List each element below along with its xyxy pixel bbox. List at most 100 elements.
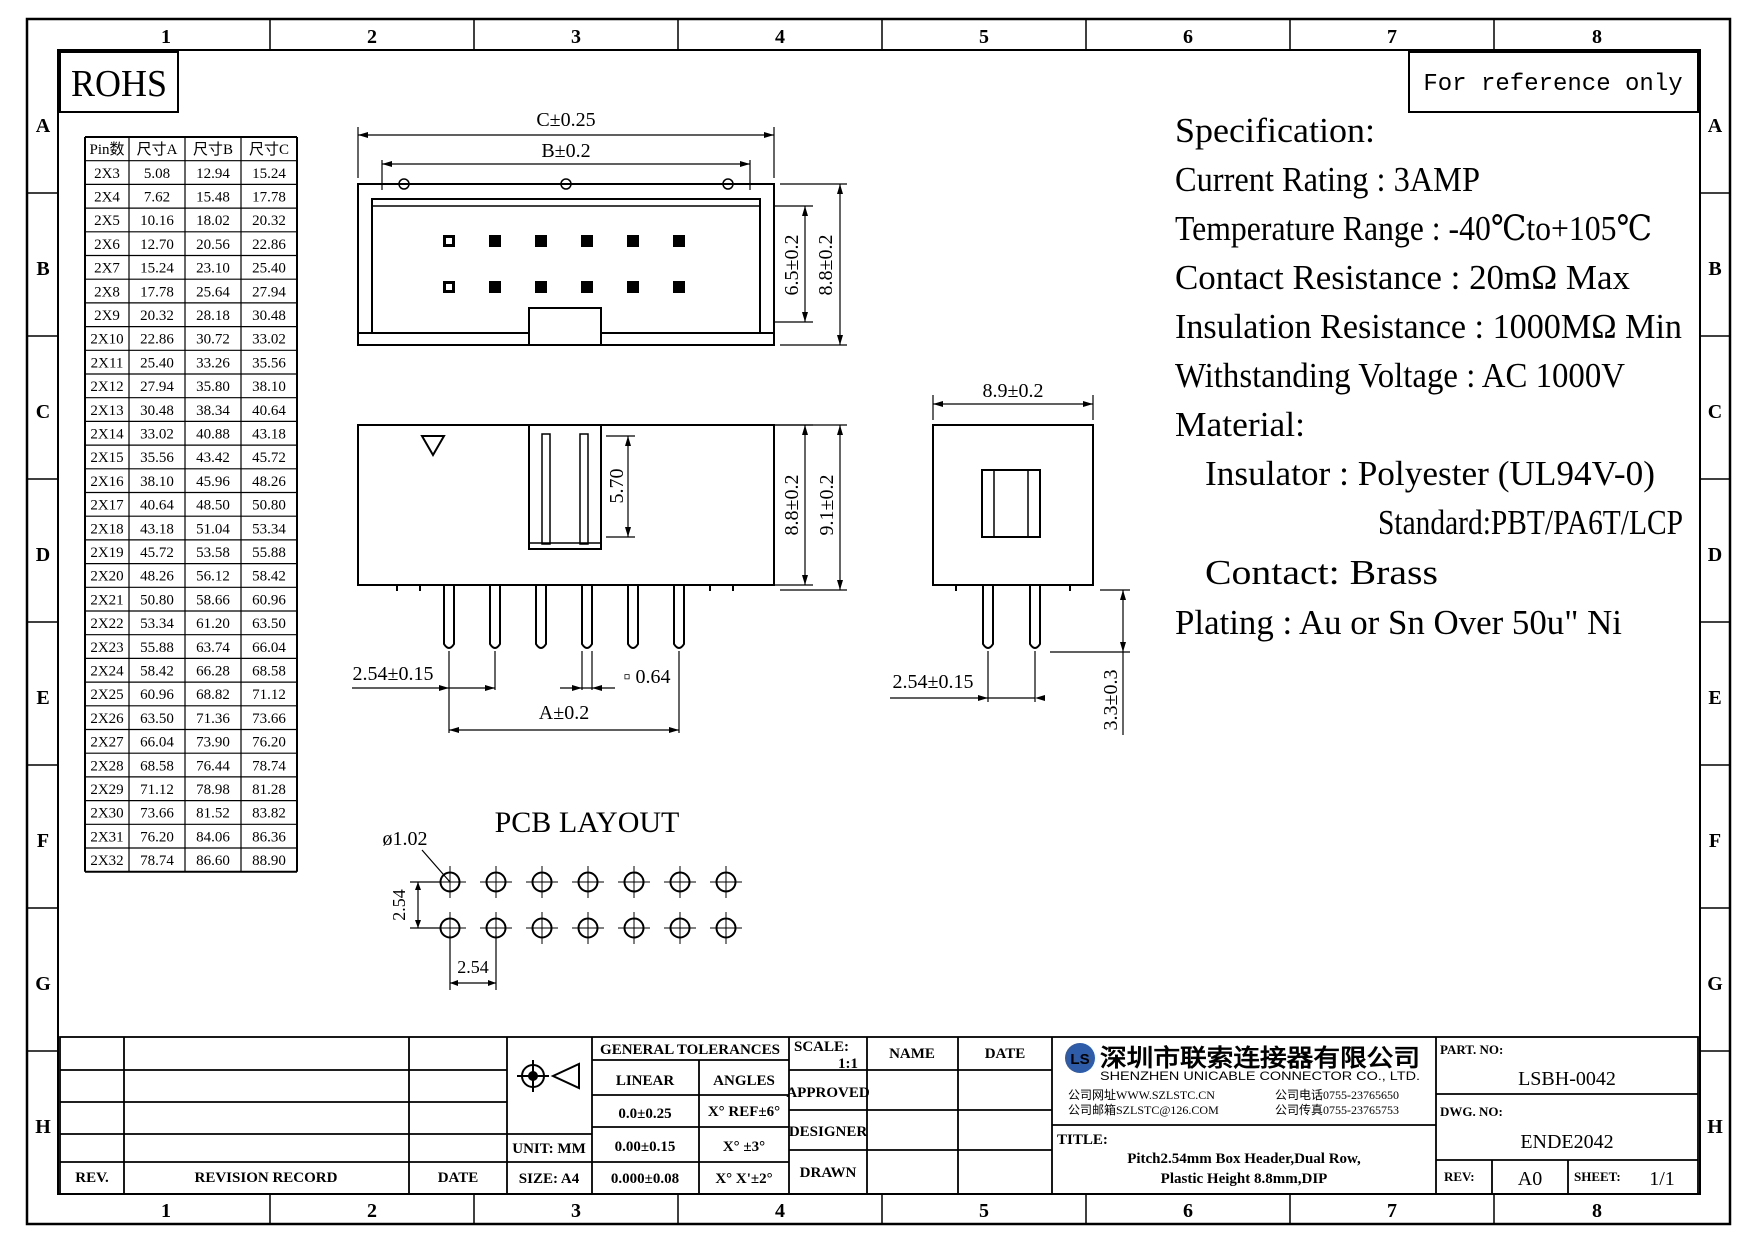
part-no-label: PART. NO: [1440, 1042, 1503, 1057]
table-cell: 50.80 [140, 592, 174, 608]
dwg-no-label: DWG. NO: [1440, 1104, 1503, 1119]
table-cell: 68.58 [252, 663, 286, 679]
table-cell: 2X31 [90, 829, 123, 845]
table-cell: 28.18 [196, 308, 230, 324]
pcb-hole [526, 912, 558, 944]
table-cell: 35.56 [252, 355, 286, 371]
company-phone: 公司电话0755-23765650 [1275, 1088, 1399, 1102]
table-cell: 43.42 [196, 450, 230, 466]
table-cell: 76.20 [252, 735, 286, 751]
table-cell: 2X8 [94, 284, 120, 300]
row-label: D [1708, 544, 1722, 566]
spec-insulator: Insulator : Polyester (UL94V-0) [1205, 454, 1655, 493]
table-cell: 18.02 [196, 213, 230, 229]
column-label: 6 [1183, 26, 1193, 48]
table-cell: 15.24 [140, 261, 174, 277]
pcb-row-pitch: 2.54 [389, 889, 409, 921]
dim-8-8-top: 8.8±0.2 [815, 235, 837, 296]
table-cell: 53.34 [252, 521, 286, 537]
table-cell: 66.04 [252, 640, 286, 656]
table-cell: 2X7 [94, 261, 120, 277]
title-line-2: Plastic Height 8.8mm,DIP [1161, 1171, 1328, 1187]
table-cell: 30.48 [140, 403, 174, 419]
table-cell: 71.12 [252, 687, 286, 703]
pcb-hole [664, 912, 696, 944]
row-label: A [1708, 115, 1723, 137]
scale-value: 1:1 [838, 1056, 858, 1072]
pcb-col-pitch: 2.54 [457, 957, 489, 977]
dim-b: B±0.2 [541, 140, 590, 162]
table-cell: 2X14 [90, 426, 124, 442]
table-header-cell: Pin数 [89, 141, 124, 158]
pcb-hole [572, 912, 604, 944]
column-label: 3 [571, 1200, 581, 1222]
row-label: E [1708, 687, 1721, 709]
column-label: 6 [1183, 1200, 1193, 1222]
top-view: C±0.25 B±0.2 6.5±0.2 8.8±0.2 [357, 109, 847, 346]
row-label: G [1707, 973, 1723, 995]
table-cell: 48.50 [196, 498, 230, 514]
linear-tolerance-3: 0.000±0.08 [611, 1171, 679, 1187]
table-cell: 40.64 [140, 498, 174, 514]
table-cell: 81.52 [196, 806, 230, 822]
dim-pitch-side: 2.54±0.15 [893, 671, 974, 693]
table-cell: 2X19 [90, 545, 123, 561]
table-cell: 73.90 [196, 735, 230, 751]
table-cell: 12.94 [196, 166, 230, 182]
pcb-hole [664, 866, 696, 898]
table-cell: 2X28 [90, 758, 123, 774]
table-cell: 10.16 [140, 213, 174, 229]
pcb-hole [618, 912, 650, 944]
table-cell: 58.42 [140, 663, 174, 679]
table-cell: 73.66 [140, 806, 174, 822]
side-view: 8.9±0.2 2.54±0.15 3.3±0.3 [890, 380, 1130, 735]
table-cell: 68.58 [140, 758, 174, 774]
column-label: 2 [367, 1200, 377, 1222]
spec-standard: Standard:PBT/PA6T/LCP [1378, 503, 1683, 542]
table-cell: 2X26 [90, 711, 124, 727]
reference-note: For reference only [1408, 51, 1699, 113]
spec-material: Material: [1175, 405, 1305, 444]
company-name-en: SHENZHEN UNICABLE CONNECTOR CO., LTD. [1100, 1069, 1420, 1083]
table-cell: 35.56 [140, 450, 174, 466]
sheet-label: SHEET: [1574, 1169, 1621, 1184]
sheet-value: 1/1 [1649, 1168, 1675, 1190]
column-label: 7 [1387, 26, 1397, 48]
dim-pitch-front: 2.54±0.15 [353, 663, 434, 685]
table-cell: 25.64 [196, 284, 230, 300]
revision-value: A0 [1518, 1168, 1542, 1190]
table-cell: 88.90 [252, 853, 286, 869]
table-cell: 60.96 [140, 687, 174, 703]
table-cell: 63.74 [196, 640, 230, 656]
projection-symbol-icon [517, 1060, 580, 1092]
table-cell: 83.82 [252, 806, 286, 822]
pcb-hole-diameter: ø1.02 [383, 828, 428, 850]
table-cell: 2X24 [90, 663, 124, 679]
dim-a: A±0.2 [539, 702, 589, 724]
table-cell: 56.12 [196, 569, 230, 585]
column-label: 8 [1592, 1200, 1602, 1222]
pcb-layout: PCB LAYOUT ø1.02 2.54 2.54 [383, 806, 742, 990]
table-header-cell: 尺寸A [137, 141, 178, 158]
dim-pin-size: ▫ 0.64 [623, 666, 670, 688]
table-cell: 38.10 [252, 379, 286, 395]
linear-header: LINEAR [616, 1073, 675, 1089]
rohs-label: ROHS [71, 63, 167, 105]
column-label: 1 [161, 1200, 171, 1222]
table-cell: 60.96 [252, 592, 286, 608]
table-cell: 48.26 [252, 474, 286, 490]
table-cell: 33.26 [196, 355, 230, 371]
pcb-hole [710, 866, 742, 898]
table-cell: 84.06 [196, 829, 230, 845]
column-label: 3 [571, 26, 581, 48]
drawn-label: DRAWN [800, 1165, 857, 1181]
table-cell: 43.18 [252, 426, 286, 442]
angles-header: ANGLES [713, 1073, 775, 1089]
row-label: C [36, 401, 50, 423]
table-cell: 58.42 [252, 569, 286, 585]
pcb-hole [572, 866, 604, 898]
front-view: 5.70 8.8±0.2 9.1±0.2 2.54±0.15 ▫ 0.64 A±… [352, 424, 847, 733]
angle-tolerance-3: X° X'±2° [715, 1171, 772, 1187]
table-cell: 78.98 [196, 782, 230, 798]
column-label: 7 [1387, 1200, 1397, 1222]
